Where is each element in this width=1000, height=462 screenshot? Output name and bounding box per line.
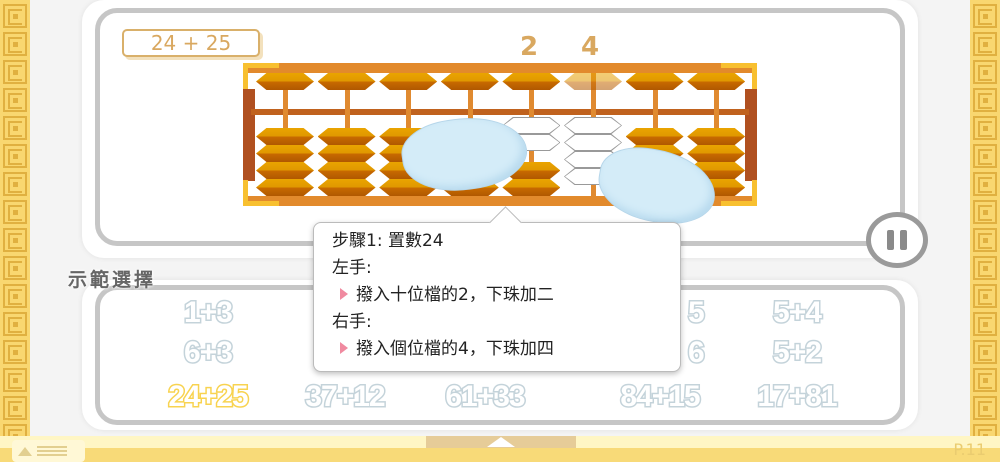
list-icon xyxy=(37,446,67,456)
demo-item[interactable]: 6+3 xyxy=(183,335,235,371)
bead[interactable] xyxy=(256,73,314,90)
demo-item[interactable]: 5+4 xyxy=(772,295,824,331)
right-hand-action: 撥入個位檔的4，下珠加四 xyxy=(356,339,554,359)
bead[interactable] xyxy=(625,128,684,145)
bead[interactable] xyxy=(502,73,561,90)
meander-tile xyxy=(3,144,27,168)
demo-item[interactable]: 5 xyxy=(687,295,707,331)
meander-tile xyxy=(3,284,27,308)
meander-tile xyxy=(973,172,997,196)
meander-tile xyxy=(3,4,27,28)
abacus-beam xyxy=(251,109,749,115)
meander-tile xyxy=(3,396,27,420)
right-hand-label: 右手: xyxy=(332,312,372,332)
expand-panel-button[interactable] xyxy=(426,436,576,448)
meander-tile xyxy=(973,368,997,392)
arrow-up-icon xyxy=(487,437,515,447)
demo-item[interactable]: 5+2 xyxy=(772,335,824,371)
meander-tile xyxy=(3,172,27,196)
demo-item[interactable]: 84+15 xyxy=(619,379,702,415)
abacus-corner xyxy=(243,180,279,206)
meander-tile xyxy=(973,32,997,56)
arrow-up-icon xyxy=(18,446,32,456)
meander-tile xyxy=(973,256,997,280)
meander-tile xyxy=(3,116,27,140)
ones-digit: 4 xyxy=(581,32,600,62)
meander-tile xyxy=(3,228,27,252)
meander-tile xyxy=(3,368,27,392)
demo-item[interactable]: 37+12 xyxy=(304,379,387,415)
demo-item[interactable]: 61+33 xyxy=(444,379,527,415)
meander-tile xyxy=(3,312,27,336)
meander-tile xyxy=(3,340,27,364)
bead[interactable] xyxy=(317,128,376,145)
meander-tile xyxy=(973,228,997,252)
bullet-icon xyxy=(340,288,348,300)
pause-button[interactable] xyxy=(866,212,928,268)
bead[interactable] xyxy=(256,162,314,179)
bead[interactable] xyxy=(687,145,746,162)
bead[interactable] xyxy=(564,117,622,134)
meander-tile xyxy=(973,200,997,224)
abacus-corner xyxy=(721,63,757,89)
bead[interactable] xyxy=(687,73,746,90)
demo-item[interactable]: 6 xyxy=(687,335,707,371)
bead[interactable] xyxy=(502,179,561,196)
bead[interactable] xyxy=(256,179,314,196)
meander-tile xyxy=(973,312,997,336)
abacus-right-side xyxy=(745,89,757,181)
left-decorative-border xyxy=(0,0,30,440)
equation-label: 24 + 25 xyxy=(122,29,260,57)
meander-tile xyxy=(3,60,27,84)
meander-tile xyxy=(973,4,997,28)
bead[interactable] xyxy=(564,134,622,151)
pause-icon xyxy=(900,230,907,250)
instruction-tooltip: 步驟1: 置數24 左手: 撥入十位檔的2，下珠加二 右手: 撥入個位檔的4，下… xyxy=(313,222,681,372)
abacus-top-bar xyxy=(243,63,757,73)
bead[interactable] xyxy=(379,73,438,90)
bead[interactable] xyxy=(256,145,314,162)
left-hand-action: 撥入十位檔的2，下珠加二 xyxy=(356,285,554,305)
abacus-left-side xyxy=(243,89,255,181)
abacus-corner xyxy=(721,180,757,206)
meander-tile xyxy=(3,32,27,56)
pause-icon xyxy=(887,230,894,250)
bead[interactable] xyxy=(625,73,684,90)
bead[interactable] xyxy=(502,117,561,134)
meander-tile xyxy=(3,256,27,280)
right-decorative-border xyxy=(970,0,1000,440)
demo-item[interactable]: 17+81 xyxy=(756,379,839,415)
bead[interactable] xyxy=(317,179,376,196)
menu-button[interactable] xyxy=(12,440,85,462)
demo-selection-title: 示範選擇 xyxy=(68,269,157,291)
step-title: 步驟1: 置數24 xyxy=(332,231,444,251)
meander-tile xyxy=(973,284,997,308)
demo-item[interactable]: 1+3 xyxy=(183,295,235,331)
bead[interactable] xyxy=(317,162,376,179)
meander-tile xyxy=(3,88,27,112)
bead[interactable] xyxy=(440,73,499,90)
bullet-icon xyxy=(340,342,348,354)
meander-tile xyxy=(973,116,997,140)
bead[interactable] xyxy=(564,73,622,90)
meander-tile xyxy=(973,60,997,84)
page-number: P.11 xyxy=(953,440,986,459)
meander-tile xyxy=(973,396,997,420)
left-hand-label: 左手: xyxy=(332,258,372,278)
bead[interactable] xyxy=(256,128,314,145)
demo-item[interactable]: 24+25 xyxy=(167,379,250,415)
abacus-bottom-bar xyxy=(243,196,757,206)
meander-tile xyxy=(973,88,997,112)
meander-tile xyxy=(3,200,27,224)
abacus-corner xyxy=(243,63,279,89)
bead[interactable] xyxy=(687,128,746,145)
tens-digit: 2 xyxy=(520,32,539,62)
bead[interactable] xyxy=(317,145,376,162)
bead[interactable] xyxy=(317,73,376,90)
meander-tile xyxy=(973,144,997,168)
meander-tile xyxy=(973,340,997,364)
